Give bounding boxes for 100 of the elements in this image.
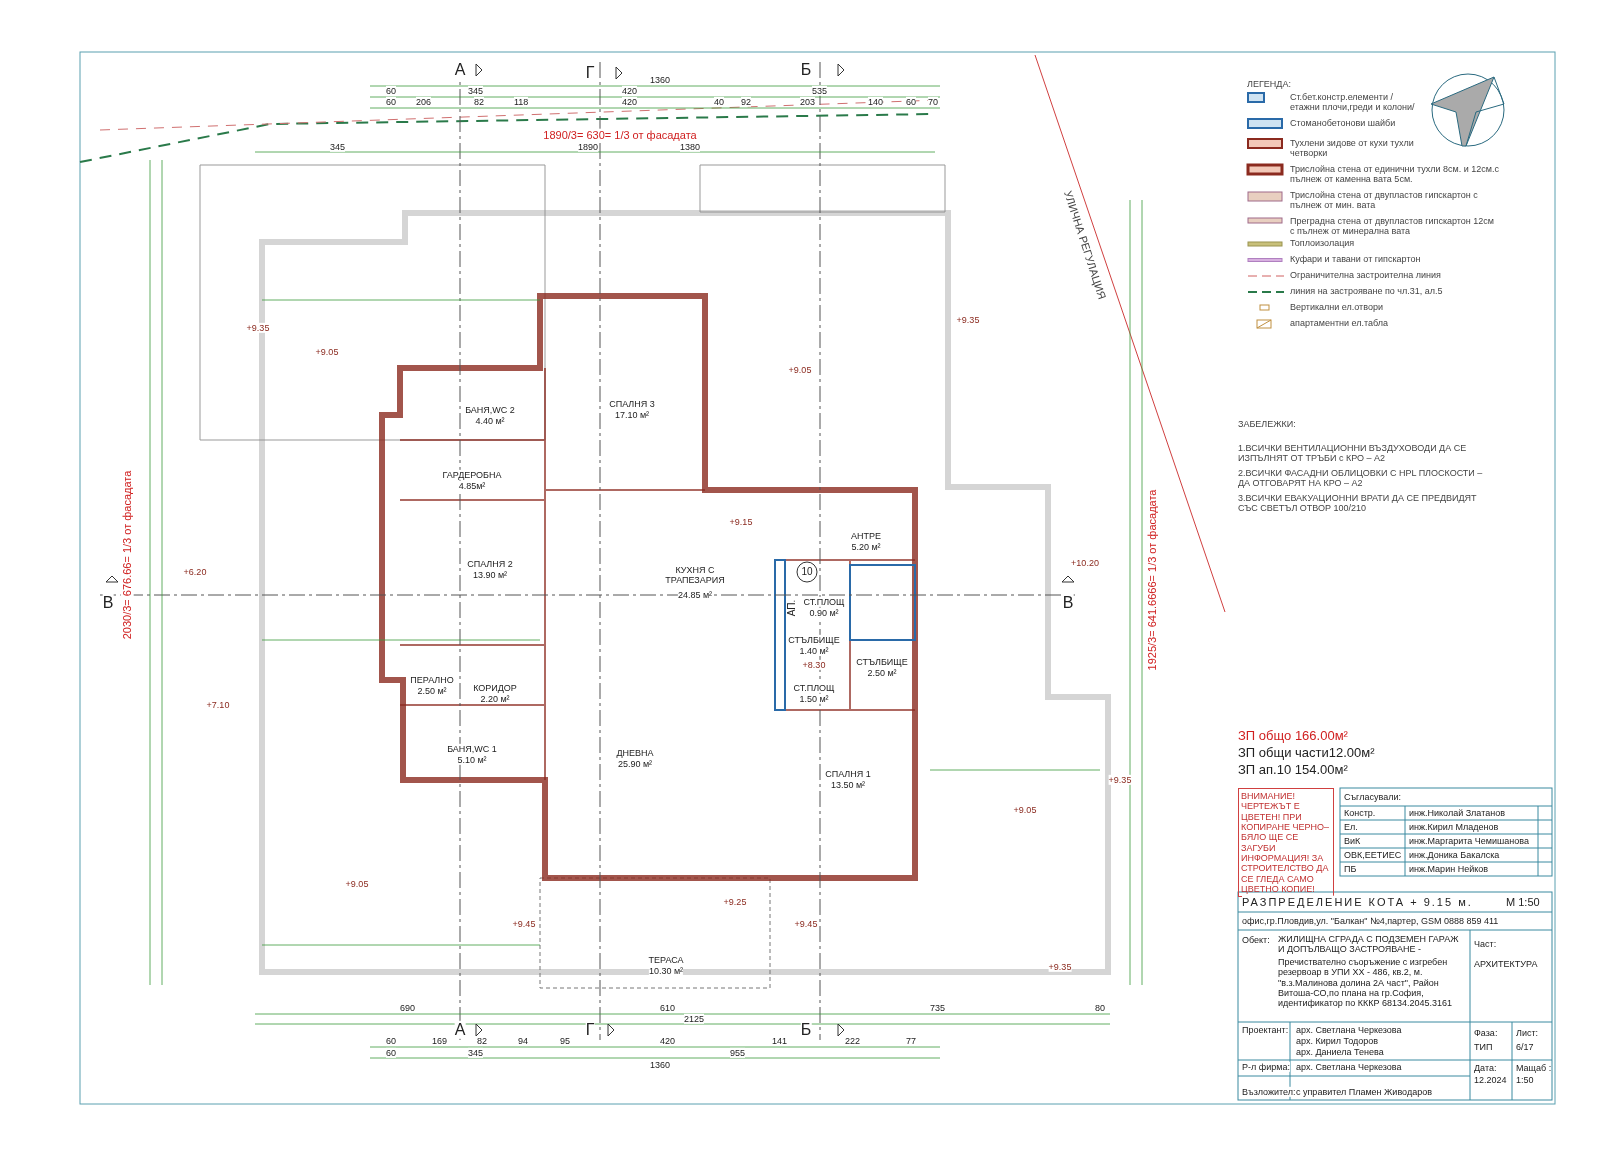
room-area: 2.20 м² <box>480 693 510 705</box>
room-name: ДНЕВНА <box>616 747 654 759</box>
title-block-text: ТИП <box>1474 1041 1493 1053</box>
level-mark: +9.45 <box>794 918 818 930</box>
dimension-text: 82 <box>474 96 484 108</box>
room-area: 5.20 м² <box>851 541 881 553</box>
level-mark: +9.05 <box>315 346 339 358</box>
title-block-text: ВиК <box>1344 835 1361 847</box>
dimension-text: 345 <box>468 1047 484 1059</box>
room-name: ПЕРАЛНО <box>410 674 454 686</box>
room-name: СТЪЛБИЩЕ <box>856 656 908 668</box>
area-summary: ЗП общи части12.00м² <box>1238 745 1375 761</box>
room-name: БАНЯ,WC 2 <box>465 404 515 416</box>
dimension-text: 2125 <box>684 1013 705 1025</box>
dimension-text: 82 <box>477 1035 487 1047</box>
dimension-text: 690 <box>400 1002 416 1014</box>
dimension-text: 420 <box>660 1035 676 1047</box>
title-block-text: Проектант: <box>1242 1024 1289 1036</box>
dimension-text: 420 <box>622 96 638 108</box>
room-name: ТЕРАСА <box>648 954 684 966</box>
dimension-text: 92 <box>741 96 751 108</box>
title-block-text: 1:50 <box>1516 1074 1534 1086</box>
dimension-text: 345 <box>330 141 346 153</box>
level-mark: +10.20 <box>1071 557 1099 569</box>
dimension-text: 1360 <box>650 1059 671 1071</box>
room-name: БАНЯ,WC 1 <box>447 743 497 755</box>
room-area: 1.40 м² <box>799 645 829 657</box>
room-area: 4.40 м² <box>475 415 505 427</box>
title-block-text: 12.2024 <box>1474 1074 1507 1086</box>
room-name: СПАЛНЯ 1 <box>825 768 871 780</box>
dimension-text: 535 <box>812 85 828 97</box>
dimension-text: 60 <box>386 85 396 97</box>
title-block-text: Възложител: <box>1242 1086 1296 1098</box>
title-block-text: инж.Маргарита Чемишанова <box>1409 835 1529 847</box>
legend-heading: ЛЕГЕНДА: <box>1247 78 1291 90</box>
dimension-text: 60 <box>386 1035 396 1047</box>
title-block-text: инж.Доника Бакалска <box>1409 849 1500 861</box>
title-block-text: Дата: <box>1474 1062 1497 1074</box>
title-block-text: Ел. <box>1344 821 1358 833</box>
note: 2030/3= 676.66= 1/3 от фасадата <box>120 470 134 640</box>
section-mark: А <box>454 60 466 80</box>
dimension-text: 206 <box>416 96 432 108</box>
dimension-text: 80 <box>1095 1002 1105 1014</box>
title-block-text: Фаза: <box>1474 1027 1498 1039</box>
level-mark: +9.05 <box>1013 804 1037 816</box>
title-block-text: арх. Кирил Тодоров <box>1296 1035 1379 1047</box>
level-mark: +6.20 <box>183 566 207 578</box>
dimension-text: 1380 <box>680 141 701 153</box>
dimension-text: 141 <box>772 1035 788 1047</box>
note: 1890/3= 630= 1/3 от фасадата <box>543 128 697 142</box>
level-mark: +9.35 <box>1108 774 1132 786</box>
room-area: 2.50 м² <box>867 667 897 679</box>
title-block-text: инж.Марин Нейков <box>1409 863 1488 875</box>
level-mark: +9.25 <box>723 896 747 908</box>
dimension-text: 203 <box>800 96 816 108</box>
level-mark: +7.10 <box>206 699 230 711</box>
room-area: 10.30 м² <box>648 965 684 977</box>
title-block-text: Съгласували: <box>1344 791 1401 803</box>
dimension-text: 1360 <box>650 74 671 86</box>
title-block-text: офис,гр.Пловдив,ул. "Балкан" №4,партер, GSM 0888 859 411 <box>1242 915 1499 927</box>
dimension-text: 345 <box>468 85 484 97</box>
dimension-text: 610 <box>660 1002 676 1014</box>
room-name: ГАРДЕРОБНА <box>442 469 502 481</box>
title-block-text: Мащаб : <box>1516 1062 1552 1074</box>
room-area: 25.90 м² <box>617 758 653 770</box>
room-area: 2.50 м² <box>417 685 447 697</box>
title-block-text: Лист: <box>1516 1027 1539 1039</box>
room-area: 1.50 м² <box>799 693 829 705</box>
dimension-text: 118 <box>514 96 529 108</box>
title-block-text: инж.Николай Златанов <box>1409 807 1505 819</box>
drawing-title: РАЗПРЕДЕЛЕНИЕ КОТА + 9.15 м. <box>1242 895 1473 909</box>
legend-text: Ст.бет.констр.елементи /етажни плочи,греди и колони/ <box>1290 92 1415 113</box>
level-mark: +9.45 <box>512 918 536 930</box>
dimension-text: 60 <box>386 96 396 108</box>
dimension-text: 169 <box>432 1035 448 1047</box>
dimension-text: 70 <box>928 96 938 108</box>
title-block-text: арх. Даниела Тенева <box>1296 1046 1384 1058</box>
dimension-text: 95 <box>560 1035 570 1047</box>
title-block-text: с управител Пламен Живодаров <box>1296 1086 1432 1098</box>
room-name: АНТРЕ <box>851 530 881 542</box>
title-block-text: ПБ <box>1344 863 1357 875</box>
dimension-text: 955 <box>730 1047 746 1059</box>
room-area: 24.85 м² <box>677 589 713 601</box>
title-block-text: Р-л фирма: <box>1242 1061 1290 1073</box>
room-area: 0.90 м² <box>809 607 839 619</box>
level-mark: +9.35 <box>1048 961 1072 973</box>
title-block-text: Констр. <box>1344 807 1376 819</box>
legend-text: Тухлени зидове от кухи тухли четворки <box>1290 138 1415 159</box>
room-area: 4.85м² <box>458 480 486 492</box>
room-name: КОРИДОР <box>473 682 517 694</box>
room-name: СТ.ПЛОЩ <box>803 596 845 608</box>
dimension-text: 735 <box>930 1002 946 1014</box>
dimension-text: 140 <box>868 96 884 108</box>
notes-heading: ЗАБЕЛЕЖКИ: <box>1238 418 1296 430</box>
level-mark: +9.05 <box>788 364 812 376</box>
room-name: СТ.ПЛОЩ <box>793 682 835 694</box>
room-name: СПАЛНЯ 2 <box>467 558 513 570</box>
room-name: СПАЛНЯ 3 <box>609 398 655 410</box>
dimension-text: 40 <box>714 96 724 108</box>
title-block-text: ОВК,ЕЕТИЕС <box>1344 849 1402 861</box>
